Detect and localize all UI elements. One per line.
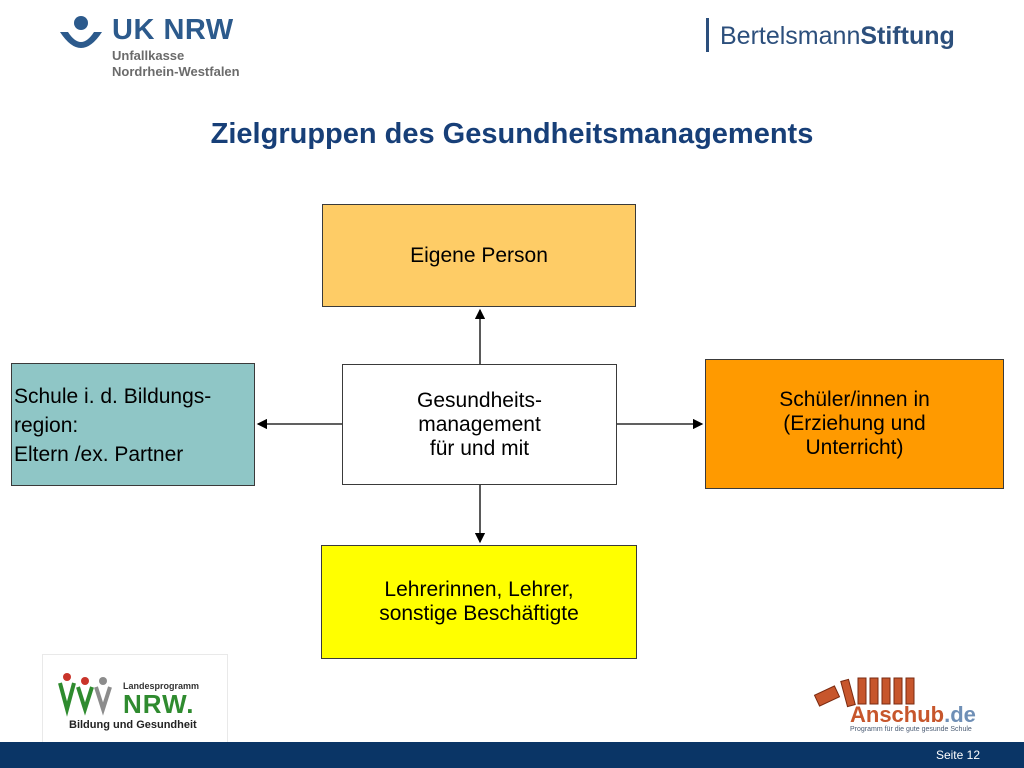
page-number: Seite 12 bbox=[935, 748, 980, 762]
anschub-tagline: Programm für die gute gesunde Schule bbox=[850, 726, 972, 733]
box-schueler-label: Schüler/innen in (Erziehung und Unterric… bbox=[779, 388, 930, 459]
uk-nrw-emblem-icon bbox=[60, 16, 102, 48]
box-eigene-person: Eigene Person bbox=[322, 204, 636, 307]
anschub-tld: .de bbox=[944, 702, 976, 727]
dominoes-icon bbox=[813, 677, 915, 708]
box-eigene-person-label: Eigene Person bbox=[410, 243, 548, 267]
landesprogramm-nrw-logo: Landesprogramm NRW. Bildung und Gesundhe… bbox=[42, 654, 228, 744]
uk-nrw-subtitle-1: Unfallkasse bbox=[112, 48, 185, 63]
anschub-logo: Anschub.de Programm für die gute gesunde… bbox=[812, 676, 982, 738]
page-title: Zielgruppen des Gesundheitsmanagements bbox=[210, 118, 814, 150]
uk-nrw-name: UK NRW bbox=[112, 14, 234, 46]
box-lehrerinnen: Lehrerinnen, Lehrer, sonstige Beschäftig… bbox=[321, 545, 637, 659]
uk-nrw-subtitle-2: Nordrhein-Westfalen bbox=[112, 64, 240, 79]
box-lehrerinnen-label: Lehrerinnen, Lehrer, sonstige Beschäftig… bbox=[379, 578, 579, 625]
footer-bar: Seite 12 bbox=[0, 742, 1024, 768]
stiftung-word: Stiftung bbox=[860, 22, 955, 50]
bertelsmann-word: Bertelsmann bbox=[720, 22, 861, 50]
box-schueler: Schüler/innen in (Erziehung und Unterric… bbox=[705, 359, 1004, 489]
nrw-program-label: Landesprogramm bbox=[123, 681, 200, 691]
logo-divider bbox=[706, 18, 709, 52]
anschub-name: Anschub bbox=[850, 702, 945, 727]
uk-nrw-logo: UK NRW Unfallkasse Nordrhein-Westfalen bbox=[58, 14, 248, 80]
people-figures-icon bbox=[58, 673, 112, 717]
bertelsmann-stiftung-logo: BertelsmannStiftung bbox=[706, 18, 986, 54]
box-gesundheitsmanagement-label: Gesundheits- management für und mit bbox=[417, 388, 542, 460]
box-gesundheitsmanagement: Gesundheits- management für und mit bbox=[342, 364, 617, 485]
box-schule-bildungsregion-label: Schule i. d. Bildungs- region: Eltern /e… bbox=[14, 385, 212, 466]
box-schule-bildungsregion: Schule i. d. Bildungs- region: Eltern /e… bbox=[11, 363, 255, 486]
nrw-subtitle: Bildung und Gesundheit bbox=[69, 719, 197, 731]
nrw-wordmark: NRW. bbox=[123, 689, 195, 719]
